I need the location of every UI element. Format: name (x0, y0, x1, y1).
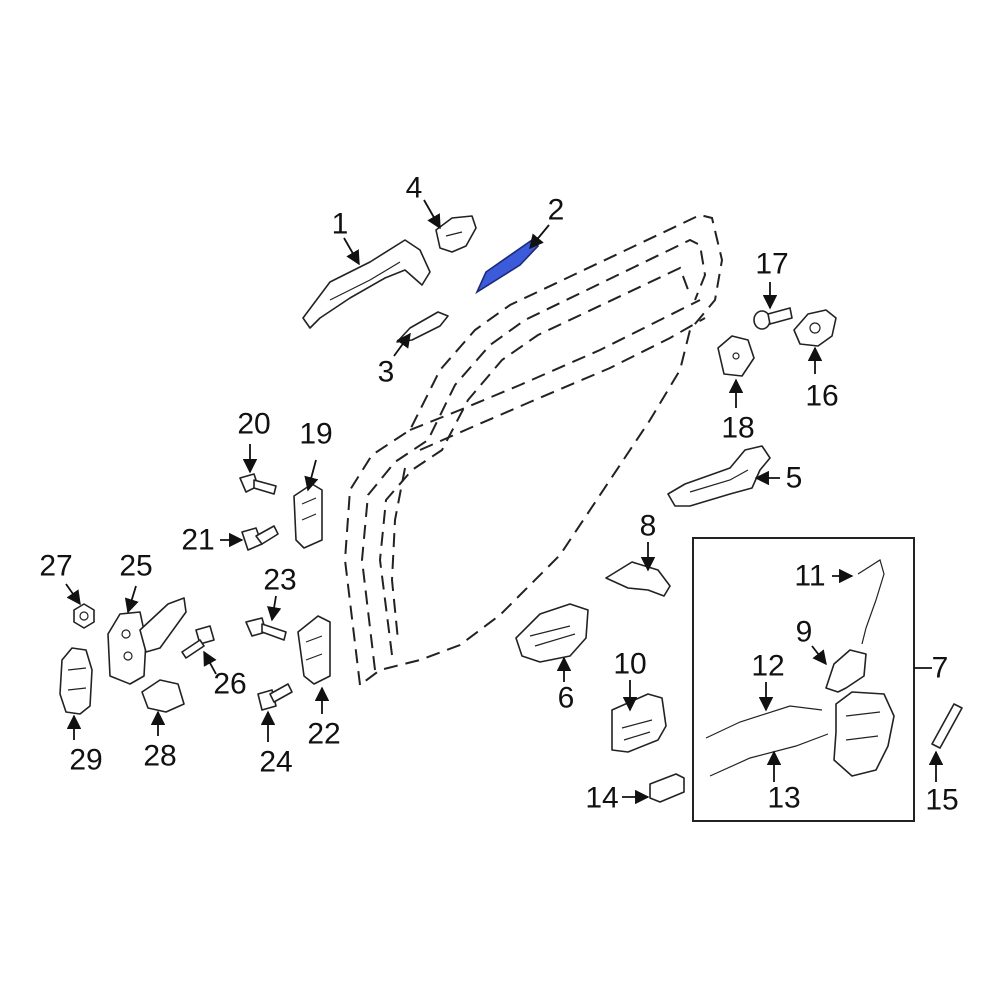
callout-9[interactable]: 9 (796, 616, 813, 649)
latch-cable-bracket (825, 649, 867, 693)
weatherstrip-seal (931, 703, 963, 749)
callout-5[interactable]: 5 (786, 462, 803, 495)
inside-handle-cable (705, 705, 823, 739)
door-applique-highlighted (475, 238, 540, 295)
small-latch-clip (649, 773, 685, 803)
callout-16[interactable]: 16 (805, 380, 838, 413)
callout-11[interactable]: 11 (794, 560, 825, 593)
callout-10[interactable]: 10 (613, 648, 646, 681)
leader-lines (65, 199, 944, 805)
callout-24[interactable]: 24 (259, 746, 292, 779)
upper-hinge (293, 483, 323, 549)
callout-12[interactable]: 12 (751, 650, 784, 683)
callout-21[interactable]: 21 (181, 524, 214, 557)
striker-bolt (753, 307, 793, 330)
callout-26[interactable]: 26 (213, 668, 246, 701)
latch-assembly-group-box (692, 537, 915, 822)
callout-14[interactable]: 14 (585, 782, 618, 815)
callout-2[interactable]: 2 (548, 194, 565, 227)
callout-13[interactable]: 13 (767, 782, 800, 815)
hinge-bolt-lower (245, 617, 287, 641)
callout-4[interactable]: 4 (406, 172, 423, 205)
callout-8[interactable]: 8 (640, 510, 657, 543)
check-strap-cover (141, 679, 185, 713)
callout-3[interactable]: 3 (378, 356, 395, 389)
hinge-bolt-upper (239, 473, 277, 495)
check-strap-nut (73, 603, 95, 629)
callout-27[interactable]: 27 (39, 550, 72, 583)
callout-6[interactable]: 6 (558, 682, 575, 715)
check-strap-screw (181, 625, 215, 659)
check-strap-bolt (257, 683, 293, 711)
handle-reinforcement-bracket (605, 561, 671, 597)
callout-23[interactable]: 23 (263, 564, 296, 597)
check-strap-bumper (59, 647, 93, 715)
lower-hinge (297, 615, 331, 685)
handle-cover-strip (396, 311, 449, 343)
door-check-strap (107, 597, 187, 685)
callout-29[interactable]: 29 (69, 744, 102, 777)
callout-28[interactable]: 28 (143, 740, 176, 773)
callout-1[interactable]: 1 (332, 208, 349, 241)
lock-cable (709, 733, 829, 777)
callout-18[interactable]: 18 (721, 412, 754, 445)
callout-25[interactable]: 25 (119, 550, 152, 583)
callout-19[interactable]: 19 (299, 418, 332, 451)
inside-handle-rod (857, 559, 885, 645)
lock-actuator-housing (515, 603, 589, 663)
door-striker (793, 309, 837, 347)
latch-cover-plate (611, 693, 667, 753)
callout-22[interactable]: 22 (307, 718, 340, 751)
striker-plate (717, 335, 755, 377)
exterior-door-handle (302, 239, 431, 329)
callout-17[interactable]: 17 (755, 248, 788, 281)
callout-labels: 1 2 3 4 5 6 7 8 9 10 11 12 13 14 15 16 1… (39, 172, 958, 817)
door-shell-outline (343, 213, 724, 687)
hinge-bolt-middle (241, 525, 279, 551)
handle-bracket-cap (435, 215, 477, 253)
callout-20[interactable]: 20 (237, 408, 270, 441)
outside-handle-frame (667, 445, 771, 507)
callout-7[interactable]: 7 (932, 652, 949, 685)
door-latch-module (833, 691, 895, 777)
callout-15[interactable]: 15 (925, 784, 958, 817)
